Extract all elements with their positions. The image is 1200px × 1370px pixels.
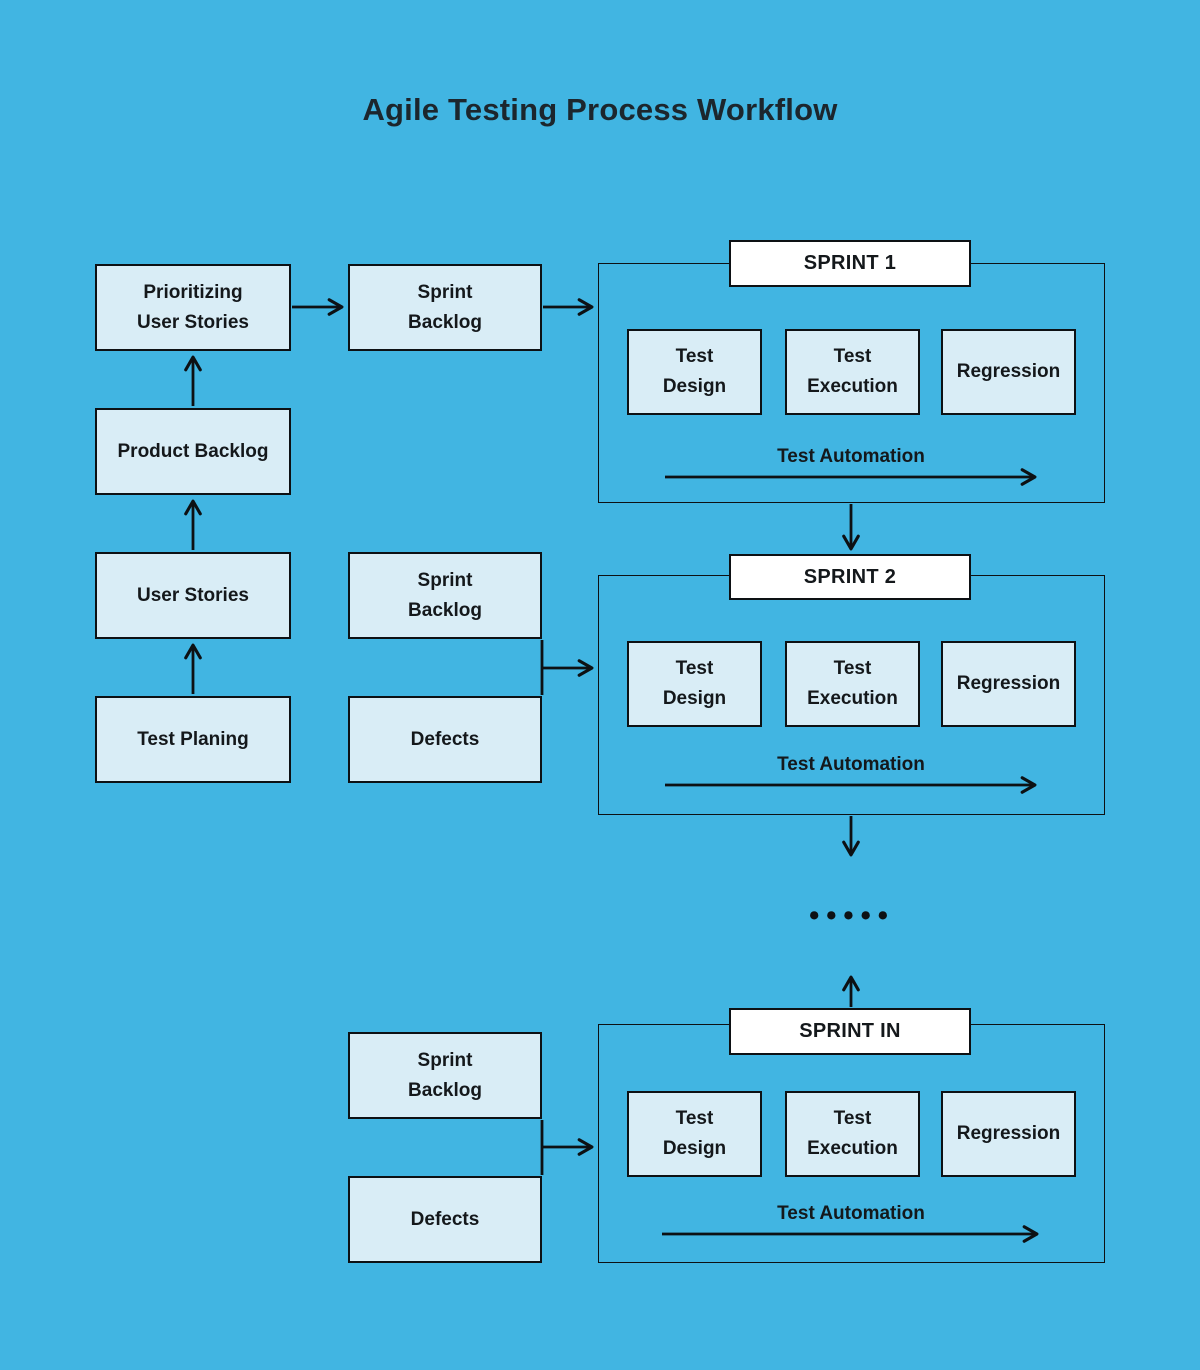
node-defects-bottom: Defects bbox=[348, 1176, 542, 1263]
continuation-dots: ••••• bbox=[809, 900, 895, 932]
sprint1-label: SPRINT 1 bbox=[729, 240, 971, 287]
sprint1-test-execution: Test Execution bbox=[785, 329, 920, 415]
sprint1-regression: Regression bbox=[941, 329, 1076, 415]
sprint2-test-automation-label: Test Automation bbox=[777, 754, 925, 775]
node-defects-mid: Defects bbox=[348, 696, 542, 783]
sprint-in-test-automation-label: Test Automation bbox=[777, 1203, 925, 1224]
node-sprint-backlog-mid: Sprint Backlog bbox=[348, 552, 542, 639]
node-product-backlog: Product Backlog bbox=[95, 408, 291, 495]
node-sprint-backlog-bottom: Sprint Backlog bbox=[348, 1032, 542, 1119]
node-user-stories: User Stories bbox=[95, 552, 291, 639]
sprint2-regression: Regression bbox=[941, 641, 1076, 727]
sprint-in-regression: Regression bbox=[941, 1091, 1076, 1177]
sprint-in-test-execution: Test Execution bbox=[785, 1091, 920, 1177]
sprint2-test-design: Test Design bbox=[627, 641, 762, 727]
node-prioritizing-user-stories: Prioritizing User Stories bbox=[95, 264, 291, 351]
sprint1-test-automation-label: Test Automation bbox=[777, 446, 925, 467]
page-title: Agile Testing Process Workflow bbox=[362, 92, 838, 127]
sprint1-test-design: Test Design bbox=[627, 329, 762, 415]
node-test-planing: Test Planing bbox=[95, 696, 291, 783]
sprint2-test-execution: Test Execution bbox=[785, 641, 920, 727]
sprint2-label: SPRINT 2 bbox=[729, 554, 971, 600]
sprint-in-label: SPRINT IN bbox=[729, 1008, 971, 1055]
sprint-in-test-design: Test Design bbox=[627, 1091, 762, 1177]
node-sprint-backlog-top: Sprint Backlog bbox=[348, 264, 542, 351]
